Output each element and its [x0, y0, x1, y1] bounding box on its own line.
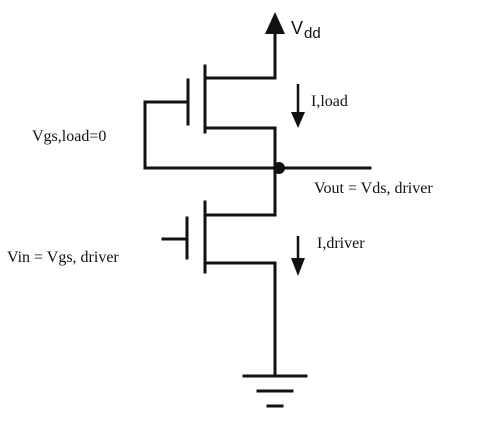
load-transistor	[143, 64, 277, 170]
i-driver-arrow-icon	[291, 258, 305, 276]
vin-label: Vin = Vgs, driver	[7, 249, 119, 266]
i-load-label: I,load	[311, 93, 348, 110]
i-driver-arrow	[291, 236, 305, 276]
vdd-label-main: V	[291, 18, 303, 38]
i-load-arrow	[291, 84, 305, 128]
vgs-load-label: Vgs,load=0	[32, 128, 106, 145]
i-load-arrow-icon	[291, 112, 305, 128]
output-node	[143, 126, 372, 217]
vdd-label-sub: dd	[304, 25, 321, 42]
i-driver-label: I,driver	[317, 235, 365, 252]
vdd-arrow-icon	[265, 12, 285, 34]
output-node-dot	[273, 162, 285, 174]
vdd-supply	[265, 12, 285, 80]
driver-transistor	[161, 200, 277, 274]
ground-symbol	[242, 261, 308, 408]
vout-label: Vout = Vds, driver	[314, 180, 433, 197]
